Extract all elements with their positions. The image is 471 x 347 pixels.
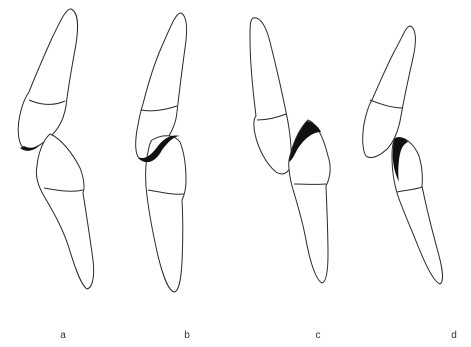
lower-tooth-a (36, 134, 93, 289)
upper-tooth-c (250, 18, 291, 174)
panel-b: b (136, 13, 191, 341)
panel-label-c: c (316, 330, 321, 341)
panel-d: d (363, 26, 457, 341)
panel-label-b: b (184, 330, 190, 341)
panel-c: c (250, 18, 330, 341)
upper-tooth-d (363, 26, 416, 158)
lower-tooth-d (392, 138, 442, 284)
upper-tooth-a (18, 9, 77, 149)
panel-label-d: d (451, 330, 457, 341)
panel-a: a (18, 9, 93, 341)
panel-label-a: a (60, 330, 66, 341)
